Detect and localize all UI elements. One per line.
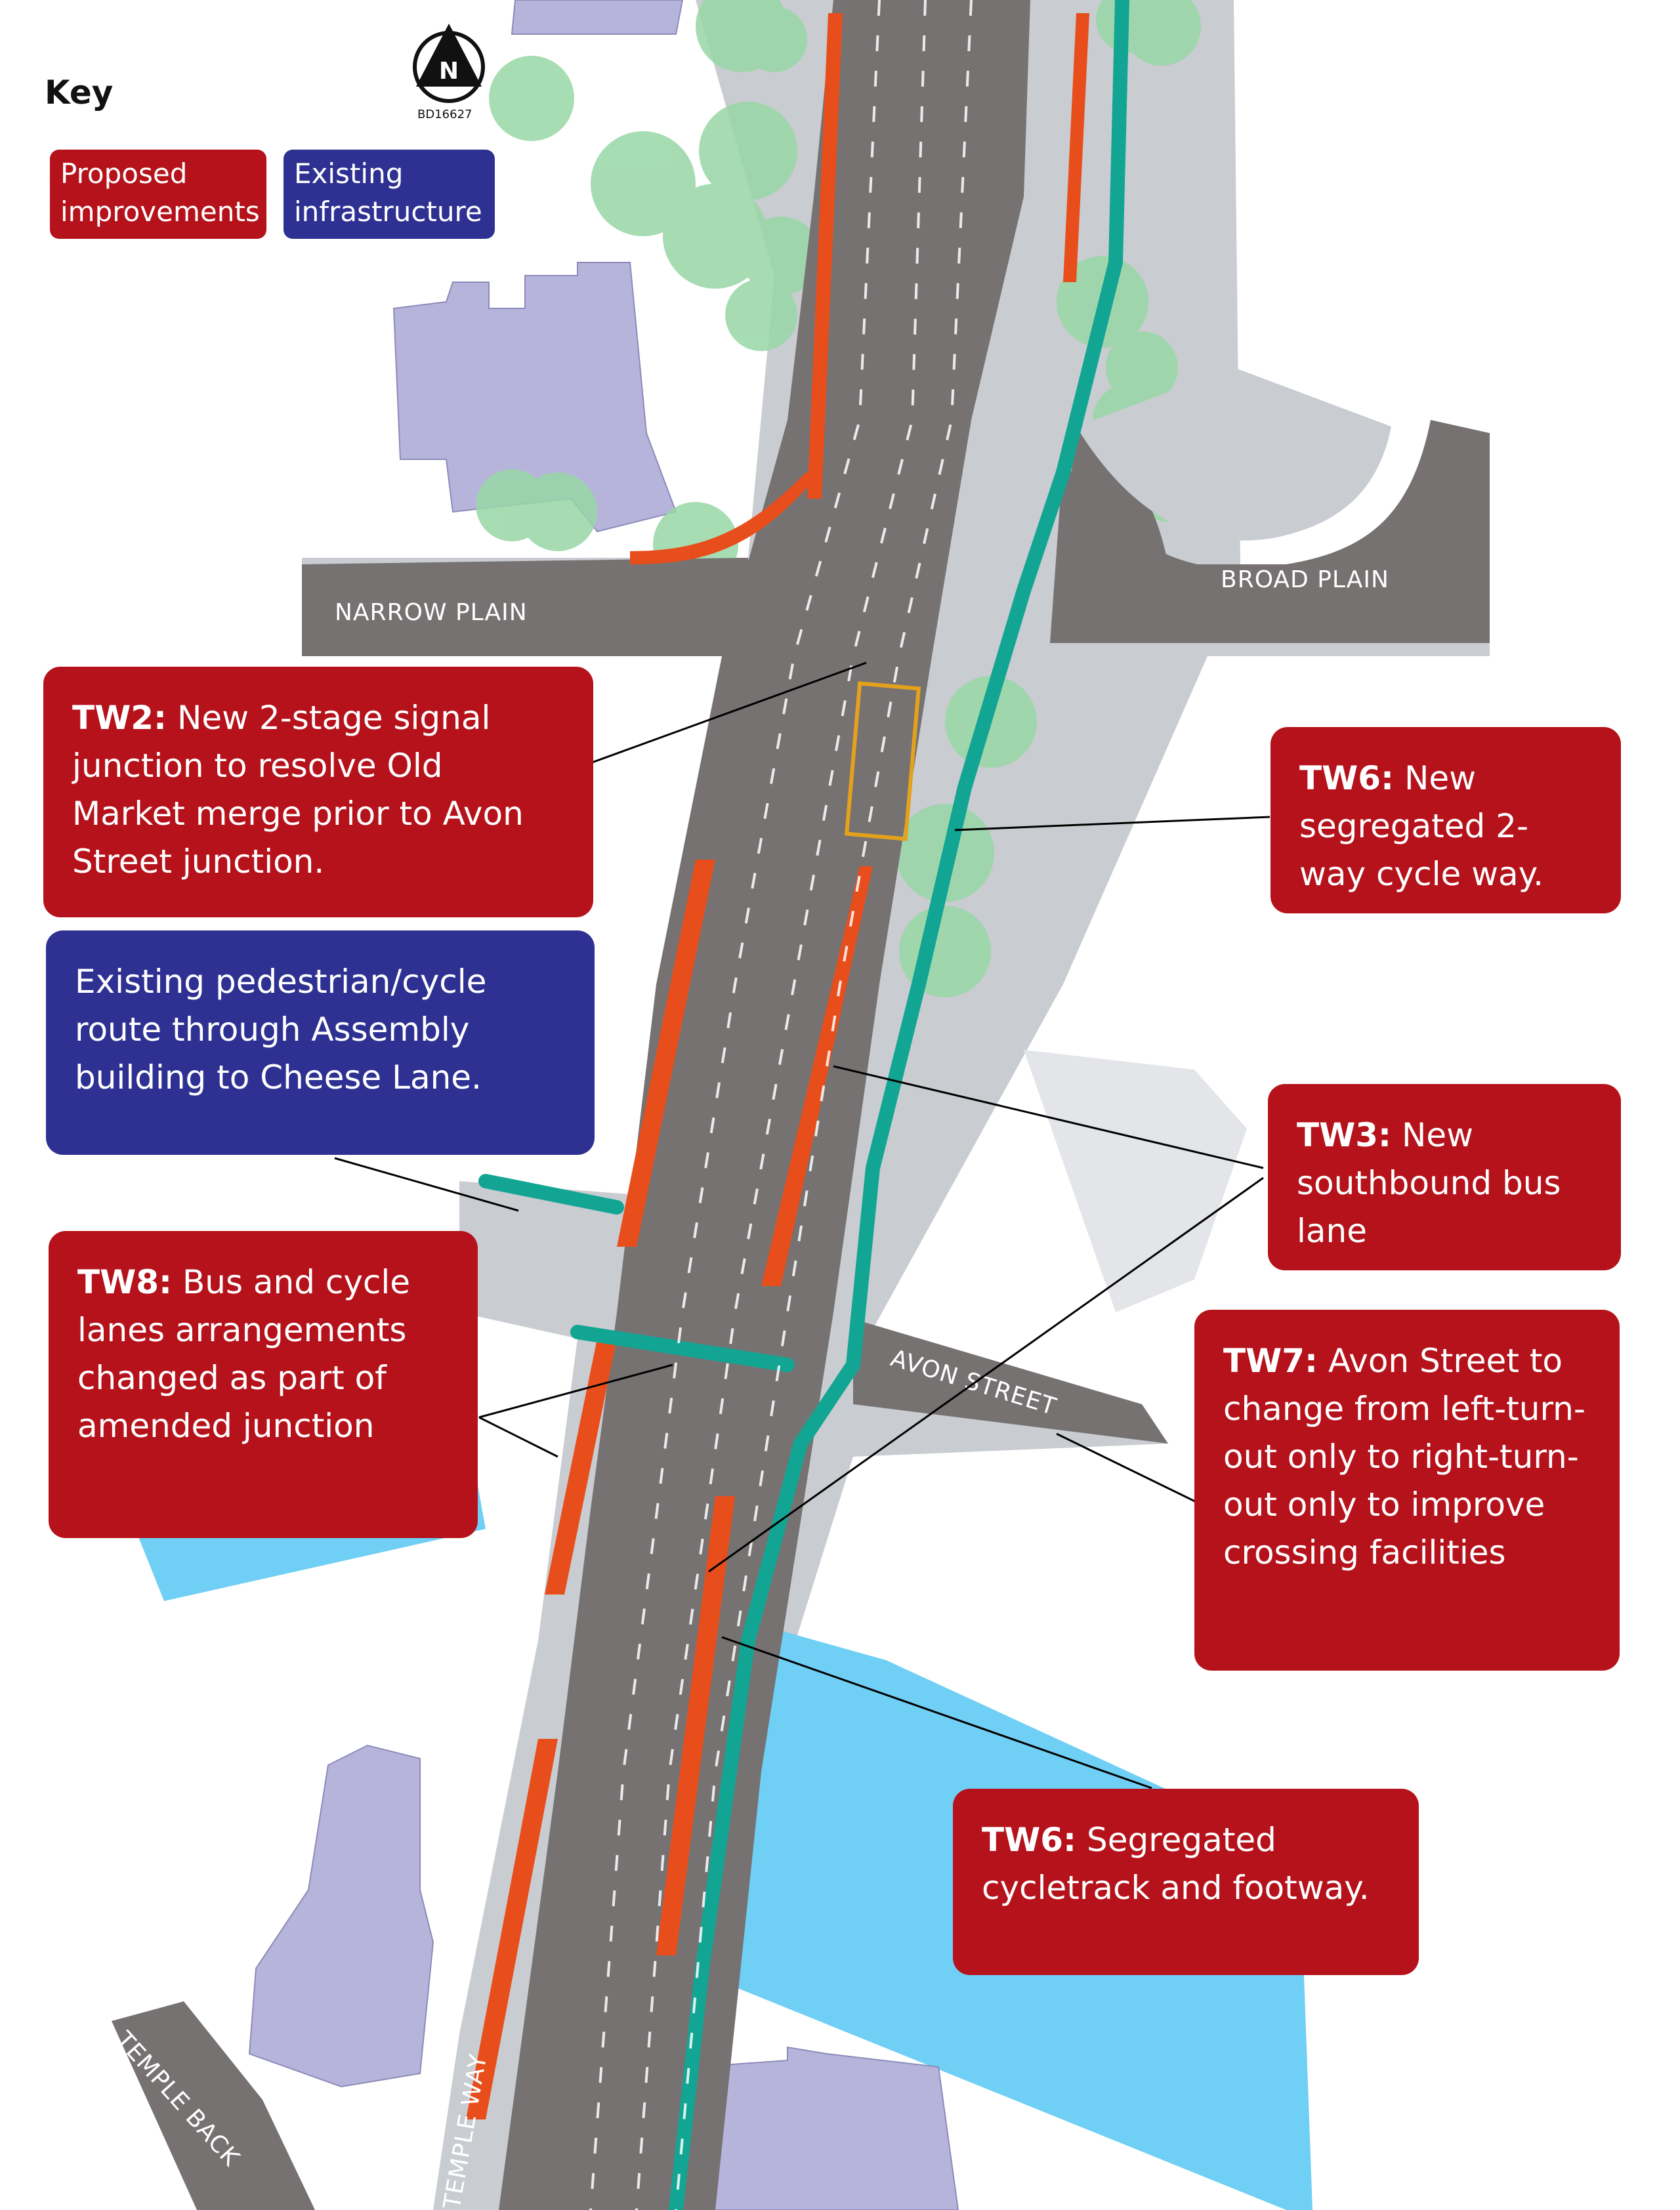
key-title: Key [45,73,114,112]
buildings [248,0,959,2210]
temple-way-carriageway [499,0,1030,2210]
callout-tw8: TW8: Bus and cycle lanes arrangements ch… [49,1231,478,1538]
key-proposed-improvements: Proposed improvements [50,150,266,239]
bus-lanes [466,13,1089,2119]
callout-tw3-label: TW3: [1297,1116,1392,1154]
callout-tw2-label: TW2: [72,699,167,737]
callout-tw8-text: Bus and cycle lanes arrangements changed… [77,1263,411,1445]
callout-tw6-cycletrack: TW6: Segregated cycletrack and footway. [953,1789,1419,1975]
callout-tw6a-label: TW6: [1299,759,1395,797]
drawing-reference: BD16627 [417,108,472,121]
street-label-broad-plain: BROAD PLAIN [1221,566,1389,593]
cycle-track [478,0,1129,2210]
broad-plain-green-island [1076,367,1391,541]
north-letter: N [439,58,459,85]
callout-tw3: TW3: New southbound bus lane [1268,1084,1621,1270]
callout-tw8-label: TW8: [77,1263,173,1301]
callout-tw6a-text: New segregated 2-way cycle way. [1299,759,1544,893]
yellow-box-junction [844,681,921,841]
callout-existing-text: Existing pedestrian/cycle route through … [75,963,487,1096]
callout-tw6-cycle-way: TW6: New segregated 2-way cycle way. [1270,727,1621,913]
key-existing-infrastructure: Existing infrastructure [284,150,495,239]
leader-lines [334,661,1270,1789]
callout-tw2: TW2: New 2-stage signal junction to reso… [43,667,593,917]
callout-tw3-text: New southbound bus lane [1297,1116,1561,1250]
callout-tw7-text: Avon Street to change from left-turn-out… [1223,1342,1586,1572]
callout-tw6b-text: Segregated cycletrack and footway. [982,1821,1370,1907]
callout-existing-route: Existing pedestrian/cycle route through … [46,930,595,1155]
callout-tw2-text: New 2-stage signal junction to resolve O… [72,699,524,881]
street-label-narrow-plain: NARROW PLAIN [335,599,528,626]
north-arrow-icon: N [413,24,485,103]
broad-plain-loop [1050,420,1490,643]
callout-tw7: TW7: Avon Street to change from left-tur… [1194,1310,1620,1671]
lane-markings [589,0,973,2210]
callout-tw6b-label: TW6: [982,1821,1077,1859]
callout-tw7-label: TW7: [1223,1342,1318,1380]
